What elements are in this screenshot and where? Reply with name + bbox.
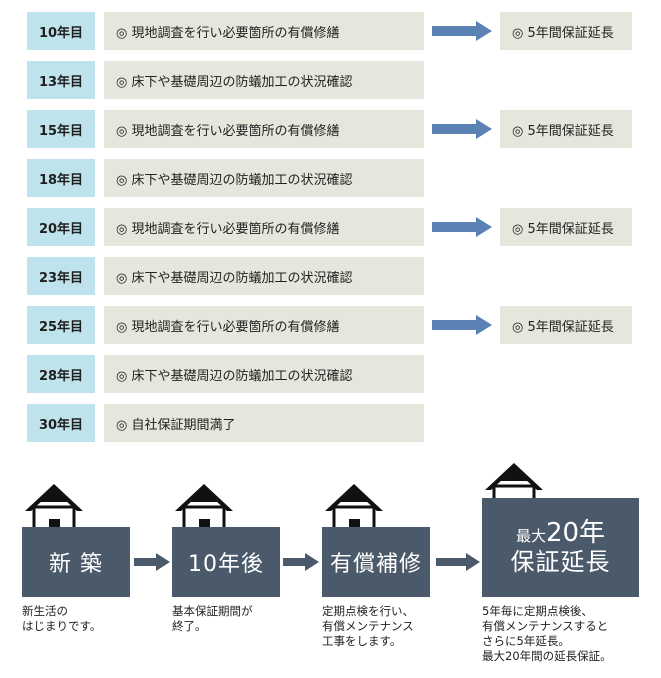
right-arrow-icon xyxy=(134,553,170,571)
year-label: 20年目 xyxy=(27,208,95,246)
year-label: 23年目 xyxy=(27,257,95,295)
action-text: ◎ 床下や基礎周辺の防蟻加工の状況確認 xyxy=(104,355,424,393)
stage-box: 有償補修 xyxy=(322,527,430,597)
stage-label-years: 20年 xyxy=(545,517,606,548)
year-label: 25年目 xyxy=(27,306,95,344)
result-text: ◎ 5年間保証延長 xyxy=(500,208,632,246)
note-line: 5年毎に定期点検後、 xyxy=(482,604,593,618)
stage-label: 新 築 xyxy=(49,552,103,577)
stage-box: 最大20年 保証延長 xyxy=(482,498,639,597)
year-label: 13年目 xyxy=(27,61,95,99)
action-text: ◎ 現地調査を行い必要箇所の有償修繕 xyxy=(104,12,424,50)
year-label: 28年目 xyxy=(27,355,95,393)
right-arrow-icon xyxy=(283,553,319,571)
note-line: はじまりです。 xyxy=(22,619,102,633)
note-line: 工事をします。 xyxy=(322,634,402,648)
action-text: ◎ 現地調査を行い必要箇所の有償修繕 xyxy=(104,306,424,344)
right-arrow-icon xyxy=(436,553,480,571)
action-text: ◎ 床下や基礎周辺の防蟻加工の状況確認 xyxy=(104,257,424,295)
note-line: さらに5年延長。 xyxy=(482,634,570,648)
stage-note: 定期点検を行い、 有償メンテナンス 工事をします。 xyxy=(322,604,414,649)
note-line: 最大20年間の延長保証。 xyxy=(482,649,612,663)
stage-label: 有償補修 xyxy=(329,552,422,577)
action-text: ◎ 現地調査を行い必要箇所の有償修繕 xyxy=(104,208,424,246)
stage-label-prefix: 最大 xyxy=(515,526,546,545)
year-label: 18年目 xyxy=(27,159,95,197)
year-label: 30年目 xyxy=(27,404,95,442)
stage-box: 新 築 xyxy=(22,527,130,597)
right-arrow-icon xyxy=(432,119,492,139)
result-text: ◎ 5年間保証延長 xyxy=(500,306,632,344)
note-line: 新生活の xyxy=(22,604,68,618)
note-line: 定期点検を行い、 xyxy=(322,604,414,618)
stage-box: 10年後 xyxy=(172,527,280,597)
stage-note: 5年毎に定期点検後、 有償メンテナンスすると さらに5年延長。 最大20年間の延… xyxy=(482,604,612,664)
stage-note: 基本保証期間が 終了。 xyxy=(172,604,253,634)
year-label: 15年目 xyxy=(27,110,95,148)
stage-note: 新生活の はじまりです。 xyxy=(22,604,101,634)
note-line: 基本保証期間が xyxy=(172,604,253,618)
note-line: 有償メンテナンスすると xyxy=(482,619,609,633)
action-text: ◎ 床下や基礎周辺の防蟻加工の状況確認 xyxy=(104,159,424,197)
year-label: 10年目 xyxy=(27,12,95,50)
right-arrow-icon xyxy=(432,217,492,237)
result-text: ◎ 5年間保証延長 xyxy=(500,12,632,50)
action-text: ◎ 床下や基礎周辺の防蟻加工の状況確認 xyxy=(104,61,424,99)
result-text: ◎ 5年間保証延長 xyxy=(500,110,632,148)
note-line: 有償メンテナンス xyxy=(322,619,414,633)
right-arrow-icon xyxy=(432,315,492,335)
right-arrow-icon xyxy=(432,21,492,41)
action-text: ◎ 自社保証期間満了 xyxy=(104,404,424,442)
note-line: 終了。 xyxy=(172,619,207,633)
stage-label-line1: 最大20年 xyxy=(515,517,606,549)
stage-label: 10年後 xyxy=(188,552,264,577)
warranty-flow: 新 築 新生活の はじまりです。 10年後 基本保証期間が 終了。 xyxy=(0,460,661,678)
action-text: ◎ 現地調査を行い必要箇所の有償修繕 xyxy=(104,110,424,148)
stage-label-line2: 保証延長 xyxy=(510,547,611,576)
